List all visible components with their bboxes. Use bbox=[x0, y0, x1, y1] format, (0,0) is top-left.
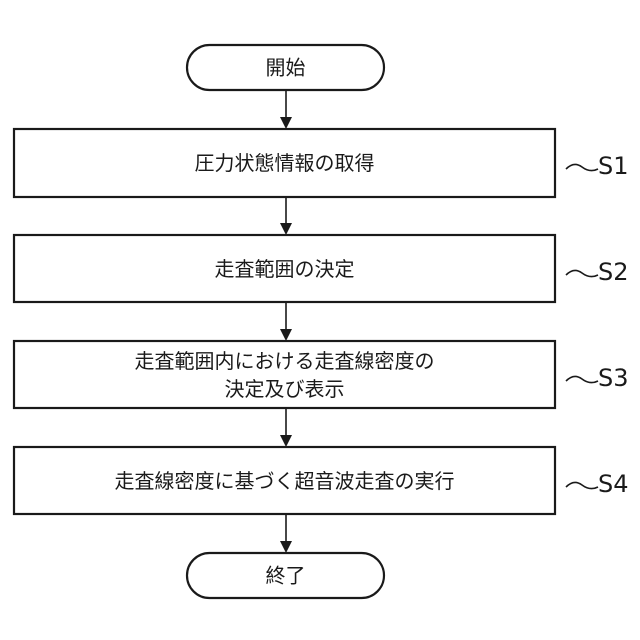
step-id-s2: S2 bbox=[598, 258, 629, 286]
arrow-s3-to-s4 bbox=[280, 408, 292, 447]
process-box-s1: 圧力状態情報の取得 bbox=[14, 129, 555, 197]
arrow-start-to-s1 bbox=[280, 90, 292, 129]
step-marker-s2: S2 bbox=[566, 258, 629, 286]
process-label-s2: 走査範囲の決定 bbox=[215, 257, 355, 281]
step-marker-s4: S4 bbox=[566, 470, 629, 498]
end-label: 終了 bbox=[266, 564, 306, 588]
process-box-s3: 走査範囲内における走査線密度の 決定及び表示 bbox=[14, 341, 555, 408]
process-label-s3-line2: 決定及び表示 bbox=[225, 377, 345, 401]
start-label: 開始 bbox=[266, 56, 306, 80]
arrow-s1-to-s2 bbox=[280, 197, 292, 235]
step-id-s4: S4 bbox=[598, 470, 629, 498]
process-label-s1: 圧力状態情報の取得 bbox=[195, 151, 375, 175]
arrow-s2-to-s3 bbox=[280, 302, 292, 341]
process-box-s2: 走査範囲の決定 bbox=[14, 235, 555, 302]
step-id-s3: S3 bbox=[598, 364, 629, 392]
process-label-s3-line1: 走査範囲内における走査線密度の bbox=[135, 349, 435, 373]
end-terminator: 終了 bbox=[187, 553, 384, 598]
start-terminator: 開始 bbox=[187, 45, 384, 90]
arrow-s4-to-end bbox=[280, 514, 292, 553]
step-marker-s1: S1 bbox=[566, 152, 629, 180]
process-box-s4: 走査線密度に基づく超音波走査の実行 bbox=[14, 447, 555, 514]
step-marker-s3: S3 bbox=[566, 364, 629, 392]
process-label-s4: 走査線密度に基づく超音波走査の実行 bbox=[115, 469, 455, 493]
step-id-s1: S1 bbox=[598, 152, 629, 180]
